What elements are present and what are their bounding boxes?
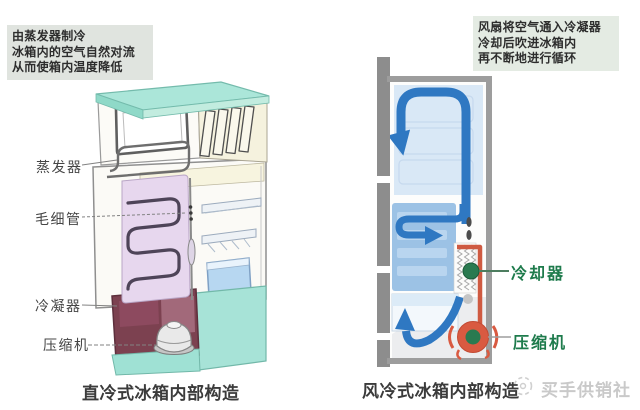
cooler-marker-dot	[462, 262, 480, 280]
label-pointer-lines-left	[81, 159, 187, 346]
air-cool-fridge-diagram	[377, 57, 511, 367]
airflow-arrow-fridge	[395, 204, 467, 245]
door-bar	[377, 57, 390, 367]
gray-dot	[463, 294, 473, 304]
watermark-logo-icon	[513, 376, 533, 396]
compressor-dome	[153, 321, 195, 355]
note-line: 冷却后吹进冰箱内	[478, 35, 577, 50]
air-cooling-caption: 风冷式冰箱内部构造	[362, 382, 520, 401]
condenser-pointer-line	[81, 304, 118, 307]
evaporator-label: 蒸发器	[36, 161, 83, 176]
note-line: 风扇将空气通入冷凝器	[478, 20, 602, 34]
freezer-compartment	[95, 81, 270, 166]
direct-cooling-note: 由蒸发器制冷 冰箱内的空气自然对流 从而使箱内温度降低	[7, 25, 153, 80]
airflow-arrow-return	[395, 295, 464, 348]
wire-shelves	[201, 197, 262, 253]
condenser-compartment	[111, 285, 267, 376]
refrigerant-pipe-red	[457, 244, 483, 328]
crisper-box	[206, 257, 252, 298]
evaporator-panel	[121, 174, 191, 304]
capillary-tube-graphic	[187, 177, 196, 301]
note-line: 再不断地进行循环	[478, 51, 577, 65]
capillary-pointer-line	[81, 212, 187, 218]
evaporator-coil	[126, 197, 181, 291]
compressor-label-left: 压缩机	[43, 339, 90, 354]
fridge-zone	[391, 203, 459, 332]
note-line: 冰箱内的空气自然对流	[12, 44, 136, 59]
fan-capsule-icon	[466, 230, 472, 240]
condenser-label: 冷凝器	[35, 300, 82, 315]
watermark-text: 买手供销社	[541, 381, 631, 400]
compressor-label-right: 压缩机	[513, 335, 568, 352]
airflow-arrow-freezer	[387, 87, 471, 224]
freezer-lid	[95, 81, 270, 120]
capillary-tube-label: 毛细管	[35, 213, 82, 228]
refrigerant-pipe	[106, 140, 191, 179]
air-cooling-note: 风扇将空气通入冷凝器 冷却后吹进冰箱内 再不断地进行循环	[473, 16, 619, 71]
freezer-evaporator-fins	[199, 105, 255, 158]
compressor-icon	[448, 321, 499, 361]
cooler-label: 冷却器	[511, 266, 566, 283]
compressor-marker-dot	[465, 329, 481, 345]
fan-capsule-icon	[466, 217, 472, 227]
direct-cooling-caption: 直冷式冰箱内部构造	[82, 384, 240, 403]
evaporator-pointer-line	[81, 159, 118, 166]
direct-cool-fridge-illustration	[92, 81, 270, 376]
cabinet-frame	[387, 76, 492, 364]
note-line: 从而使箱内温度降低	[12, 60, 123, 74]
note-line: 由蒸发器制冷	[12, 29, 86, 43]
